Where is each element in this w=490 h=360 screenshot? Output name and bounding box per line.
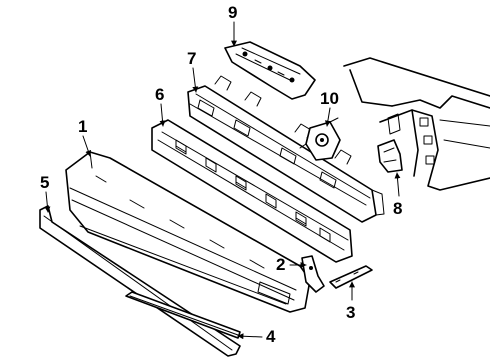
callout-9: 9 [228,3,237,22]
vehicle-body-outline [343,57,490,191]
upper-bracket-part [224,41,316,100]
impact-absorber-part [151,119,353,263]
side-bracket-part [377,139,403,173]
callout-2: 2 [276,255,285,274]
callout-8: 8 [393,199,402,218]
callout-5: 5 [40,173,49,192]
callout-labels: 1 2 3 4 5 6 7 8 9 10 [40,3,402,346]
callout-1: 1 [78,117,87,136]
leader-lines [44,21,401,340]
bumper-fascia-part [65,151,311,313]
callout-10: 10 [320,89,339,108]
reinforcement-bar-part [187,75,385,223]
lower-molding-part [125,291,241,339]
callout-3: 3 [346,303,355,322]
callout-7: 7 [187,49,196,68]
small-bracket-part [301,255,325,293]
support-strap-part [329,265,373,289]
callout-6: 6 [155,85,164,104]
mount-bracket-part [299,117,341,161]
callout-4: 4 [266,327,276,346]
